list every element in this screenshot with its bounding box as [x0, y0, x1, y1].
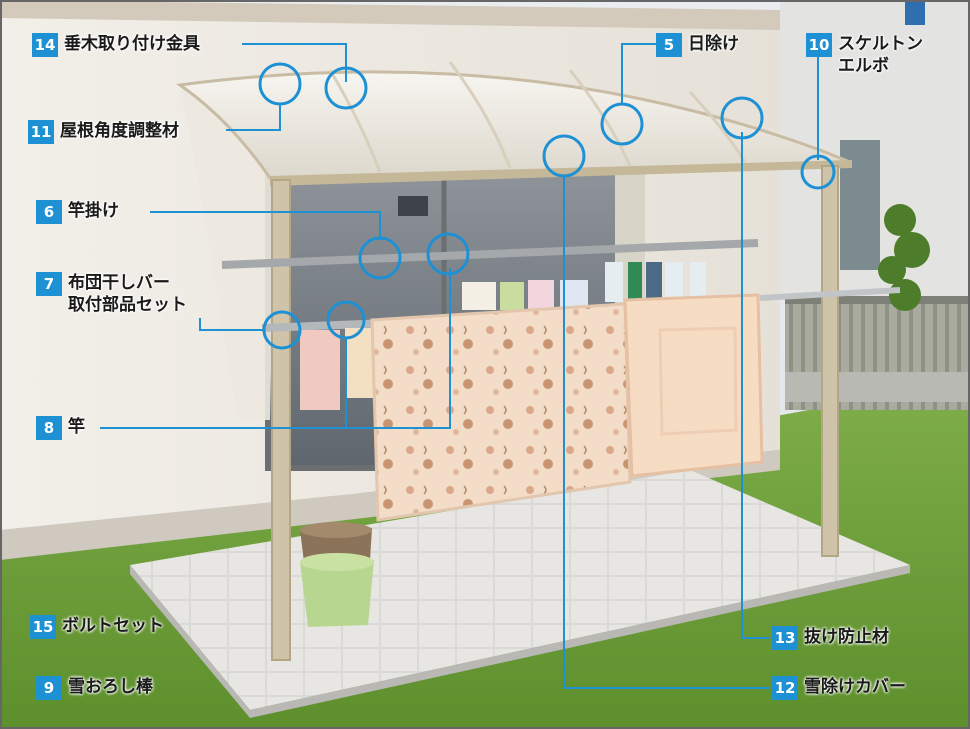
- callout-number-badge: 9: [36, 676, 62, 700]
- callout-5-sunshade: 5 日除け: [656, 33, 739, 57]
- callout-label: ボルトセット: [62, 616, 164, 636]
- callout-label: 垂木取り付け金具: [64, 34, 200, 54]
- callout-label: 竿: [68, 417, 85, 437]
- callout-label: 抜け防止材: [804, 627, 889, 647]
- callout-number-badge: 8: [36, 416, 62, 440]
- callout-8-pole: 8 竿: [36, 416, 85, 440]
- callout-number-badge: 12: [772, 676, 798, 700]
- callout-12-snow-cover: 12 雪除けカバー: [772, 676, 906, 700]
- callout-label: スケルトン エルボ: [838, 34, 923, 76]
- callout-number-badge: 15: [30, 615, 56, 639]
- callout-9-snow-rake: 9 雪おろし棒: [36, 676, 153, 700]
- callout-label: 竿掛け: [68, 201, 119, 221]
- callout-circles: [258, 62, 836, 350]
- callout-label: 屋根角度調整材: [60, 121, 179, 141]
- callout-6-pole-hanger: 6 竿掛け: [36, 200, 119, 224]
- callout-number-badge: 11: [28, 120, 54, 144]
- callout-label: 日除け: [688, 34, 739, 54]
- callout-number-badge: 6: [36, 200, 62, 224]
- callout-label: 雪おろし棒: [68, 677, 153, 697]
- callout-14-rafter-bracket: 14 垂木取り付け金具: [32, 33, 200, 57]
- callout-leader-lines: [100, 43, 819, 689]
- callout-13-retainer: 13 抜け防止材: [772, 626, 889, 650]
- callout-label: 布団干しバー 取付部品セット: [68, 273, 187, 315]
- callout-number-badge: 10: [806, 33, 832, 57]
- callout-11-roof-angle-adjuster: 11 屋根角度調整材: [28, 120, 179, 144]
- callout-7-futon-bar-kit: 7 布団干しバー 取付部品セット: [36, 272, 187, 316]
- callout-number-badge: 5: [656, 33, 682, 57]
- callout-number-badge: 7: [36, 272, 62, 296]
- callout-10-skeleton-elbow: 10 スケルトン エルボ: [806, 33, 923, 77]
- callout-number-badge: 13: [772, 626, 798, 650]
- callout-number-badge: 14: [32, 33, 58, 57]
- callout-15-bolt-set: 15 ボルトセット: [30, 615, 164, 639]
- callout-label: 雪除けカバー: [804, 677, 906, 697]
